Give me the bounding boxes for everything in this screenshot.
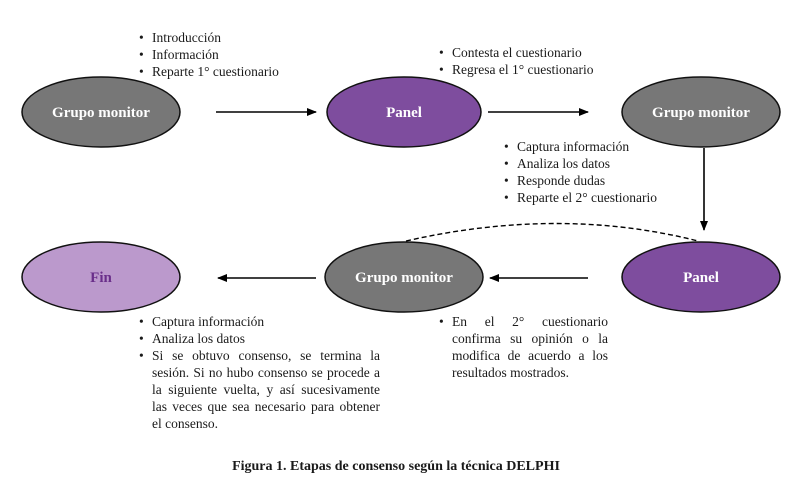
note-item: Reparte 1° cuestionario [139,63,329,80]
note-item: Responde dudas [504,172,704,189]
note-item: Regresa el 1° cuestionario [439,61,639,78]
note-item: Captura información [504,138,704,155]
notes-step4: En el 2° cuestionario confirma su opinió… [439,313,608,381]
node-grupo-monitor-3: Grupo monitor [324,241,484,313]
node-label: Grupo monitor [52,105,150,121]
figure-caption: Figura 1. Etapas de consenso según la té… [232,459,560,474]
notes-step2: Contesta el cuestionario Regresa el 1° c… [439,44,639,78]
notes-step3: Captura información Analiza los datos Re… [504,138,704,206]
note-item: Contesta el cuestionario [439,44,639,61]
note-item: Información [139,46,329,63]
note-item: Analiza los datos [504,155,704,172]
note-item: Si se obtuvo consenso, se termina la ses… [139,347,380,432]
node-ellipse [621,241,781,313]
dashed-loop-arc [405,222,699,242]
note-item: Captura información [139,313,380,330]
notes-step1: Introducción Información Reparte 1° cues… [139,29,329,80]
node-label: Panel [386,105,422,121]
node-fin: Fin [21,241,181,313]
node-ellipse [326,76,482,148]
node-panel-1: Panel [326,76,482,148]
node-panel-2: Panel [621,241,781,313]
notes-step5: Captura información Analiza los datos Si… [139,313,380,432]
node-grupo-monitor-1: Grupo monitor [21,76,181,148]
node-ellipse [324,241,484,313]
node-grupo-monitor-2: Grupo monitor [621,76,781,148]
node-label: Panel [683,270,719,286]
node-ellipse [21,76,181,148]
node-label: Grupo monitor [652,105,750,121]
node-label: Grupo monitor [355,270,453,286]
node-label: Fin [90,270,112,286]
note-item: Analiza los datos [139,330,380,347]
note-item: Introducción [139,29,329,46]
note-item: Reparte el 2° cuestionario [504,189,704,206]
node-ellipse [21,241,181,313]
note-item: En el 2° cuestionario confirma su opinió… [439,313,608,381]
